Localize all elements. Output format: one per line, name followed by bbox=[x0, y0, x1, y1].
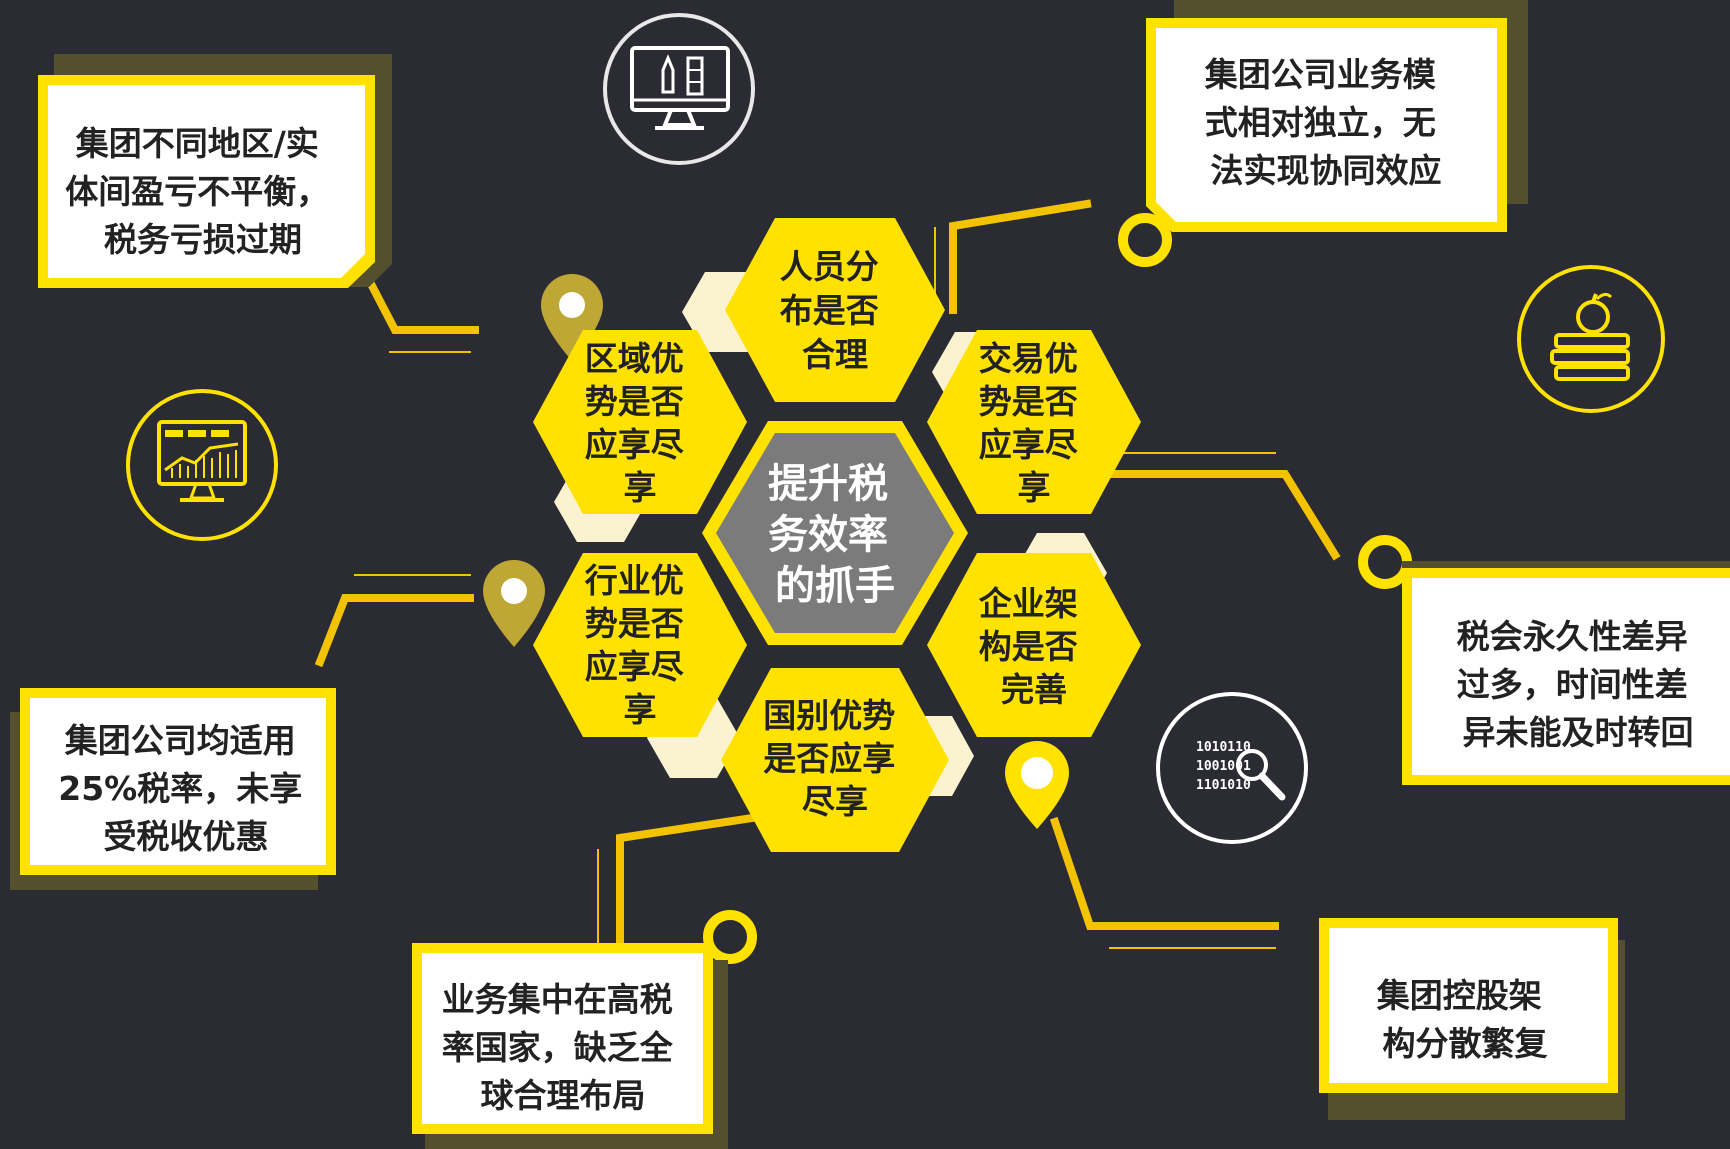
center-hexagon: 提升税 务效率 的抓手 bbox=[702, 421, 968, 645]
callout-top-left: 集团不同地区/实 体间盈亏不平衡， 税务亏损过期 bbox=[38, 54, 392, 288]
callout-top-right-line: 法实现协同效应 bbox=[1211, 151, 1442, 190]
svg-text:1010110 1001001 11: 1010110 1001001 1101010 bbox=[1196, 740, 1259, 793]
callout-bottom-right-line: 集团控股架 bbox=[1376, 976, 1542, 1015]
connector-bottom-right bbox=[1049, 816, 1279, 930]
connector-left bbox=[314, 594, 474, 668]
callout-left-line: 受税收优惠 bbox=[104, 817, 269, 856]
svg-text:提升税 务效率 的抓手: 提升税 务效率 的抓手 bbox=[768, 461, 902, 609]
connector-top-right bbox=[949, 199, 1092, 314]
callout-left-line: 25%税率，未享 bbox=[58, 769, 302, 808]
callout-mid-right-line: 异未能及时转回 bbox=[1463, 713, 1694, 752]
callout-top-right-line: 式相对独立，无 bbox=[1205, 103, 1436, 142]
hexagon-enterprise-line: 构是否 bbox=[979, 627, 1078, 666]
hexagon-transaction-line: 交易优 bbox=[979, 339, 1078, 378]
callout-bottom-line: 业务集中在高税 bbox=[442, 980, 673, 1019]
svg-text:行业优 势是否 应享尽: 行业优 势是否 应享尽 享 bbox=[584, 561, 696, 729]
svg-text:区域优 势是否 应享尽: 区域优 势是否 应享尽 享 bbox=[585, 339, 696, 507]
hexagon-country-line: 尽享 bbox=[802, 782, 868, 821]
callout-mid-right: 税会永久性差异 过多，时间性差 异未能及时转回 bbox=[1402, 561, 1730, 785]
hexagon-regional-line: 区域优 bbox=[585, 339, 684, 378]
hexagon-transaction-line: 享 bbox=[1018, 468, 1051, 507]
svg-text:集团公司均适用 25%税率，未享: 集团公司均适用 25%税率，未享 受税收优惠 bbox=[58, 721, 314, 856]
callout-bottom-right-line: 构分散繁复 bbox=[1383, 1024, 1548, 1063]
ring-marker-bottom bbox=[703, 910, 757, 964]
binary-text-line: 1010110 bbox=[1196, 740, 1251, 755]
callout-top-left-line: 体间盈亏不平衡， bbox=[65, 172, 329, 211]
hexagon-industry-line: 享 bbox=[624, 690, 657, 729]
hexagon-enterprise-line: 完善 bbox=[1001, 670, 1067, 709]
callout-mid-right-line: 税会永久性差异 bbox=[1457, 617, 1688, 656]
hexagon-country-line: 是否应享 bbox=[763, 739, 895, 778]
connector-top-left bbox=[364, 276, 479, 334]
svg-text:国别优势 是否应享 尽享: 国别优势 是否应享 尽享 bbox=[763, 696, 907, 821]
connector-mid-right bbox=[1108, 470, 1341, 561]
location-pin-icon bbox=[1005, 741, 1069, 829]
callout-bottom-line: 球合理布局 bbox=[481, 1076, 646, 1115]
binary-search-icon: 1010110 1001001 1101010 bbox=[1156, 692, 1308, 844]
hexagon-enterprise-line: 企业架 bbox=[979, 584, 1078, 623]
hexagon-layer: 人员分 布是否 合理 区域优 势是否 应享尽 享 交易优 势是否 应享尽 享 bbox=[533, 218, 1141, 852]
hexagon-country: 国别优势 是否应享 尽享 bbox=[721, 668, 949, 852]
connector-bottom bbox=[616, 813, 757, 952]
callout-bottom-right: 集团控股架 构分散繁复 bbox=[1319, 918, 1625, 1120]
hexagon-industry-line: 势是否 bbox=[585, 604, 684, 643]
callout-top-right-line: 集团公司业务模 bbox=[1204, 55, 1437, 94]
callout-left-line: 集团公司均适用 bbox=[64, 721, 296, 760]
hexagon-industry-line: 行业优 bbox=[584, 561, 684, 600]
hexagon-regional-line: 势是否 bbox=[585, 382, 684, 421]
callout-top-left-line: 集团不同地区/实 bbox=[75, 124, 319, 163]
hexagon-transaction: 交易优 势是否 应享尽 享 bbox=[927, 330, 1141, 514]
hexagon-personnel-line: 合理 bbox=[802, 335, 868, 374]
center-hexagon-line: 的抓手 bbox=[775, 563, 895, 609]
svg-text:企业架 构是否 完善: 企业架 构是否 完善 bbox=[979, 584, 1090, 709]
binary-text-line: 1101010 bbox=[1196, 778, 1251, 793]
callout-bottom: 业务集中在高税 率国家，缺乏全 球合理布局 bbox=[412, 943, 728, 1149]
hexagon-transaction-line: 应享尽 bbox=[979, 425, 1078, 464]
svg-text:交易优 势是否 应享尽: 交易优 势是否 应享尽 享 bbox=[979, 339, 1090, 507]
callout-left: 集团公司均适用 25%税率，未享 受税收优惠 bbox=[10, 688, 336, 890]
location-pin-icon bbox=[483, 560, 545, 647]
magnifier-icon bbox=[1236, 749, 1268, 781]
hexagon-country-line: 国别优势 bbox=[763, 696, 895, 735]
callout-top-right: 集团公司业务模 式相对独立，无 法实现协同效应 bbox=[1146, 0, 1528, 232]
callout-layer: 集团不同地区/实 体间盈亏不平衡， 税务亏损过期 集团公司业务模 式相对独立，无… bbox=[10, 0, 1730, 1149]
hexagon-industry-line: 应享尽 bbox=[585, 647, 684, 686]
svg-text:业务集中在高税 率国家，缺乏全: 业务集中在高税 率国家，缺乏全 球合理布局 bbox=[442, 980, 685, 1115]
books-apple-icon bbox=[1517, 265, 1665, 413]
binary-text-line: 1001001 bbox=[1196, 759, 1251, 774]
hexagon-personnel: 人员分 布是否 合理 bbox=[725, 218, 945, 402]
hexagon-regional-line: 享 bbox=[624, 468, 657, 507]
hexagon-personnel-line: 布是否 bbox=[780, 291, 879, 330]
callout-top-left-line: 税务亏损过期 bbox=[104, 220, 302, 259]
callout-mid-right-line: 过多，时间性差 bbox=[1457, 665, 1688, 704]
design-monitor-icon bbox=[603, 13, 755, 165]
svg-text:集团控股架 构分散繁复: 集团控股架 构分散繁复 bbox=[1376, 976, 1554, 1063]
svg-text:税会永久性差异 过多，时间性差: 税会永久性差异 过多，时间性差 异未能及时转回 bbox=[1457, 617, 1700, 752]
pin-markers bbox=[483, 274, 1069, 829]
hexagon-regional: 区域优 势是否 应享尽 享 bbox=[533, 330, 747, 514]
hexagon-regional-line: 应享尽 bbox=[585, 425, 684, 464]
svg-text:集团公司业务模 式相对独立，无: 集团公司业务模 式相对独立，无 法实现协同效应 bbox=[1204, 55, 1448, 190]
hexagon-transaction-line: 势是否 bbox=[979, 382, 1078, 421]
hexagon-personnel-line: 人员分 bbox=[780, 247, 879, 286]
svg-text:人员分 布是否 合理: 人员分 布是否 合理 bbox=[780, 247, 891, 374]
hexagon-industry: 行业优 势是否 应享尽 享 bbox=[533, 553, 747, 737]
center-hexagon-line: 提升税 bbox=[768, 461, 888, 507]
callout-bottom-line: 率国家，缺乏全 bbox=[442, 1028, 674, 1067]
svg-text:集团不同地区/实 体间盈亏不平衡，: 集团不同地区/实 体间盈亏不平衡， 税务亏损过期 bbox=[65, 124, 341, 259]
center-hexagon-line: 务效率 bbox=[768, 512, 888, 558]
ring-marker-top-right bbox=[1118, 213, 1172, 267]
connectors bbox=[314, 199, 1341, 952]
hexagon-enterprise: 企业架 构是否 完善 bbox=[927, 553, 1141, 737]
chart-monitor-icon bbox=[126, 389, 278, 541]
